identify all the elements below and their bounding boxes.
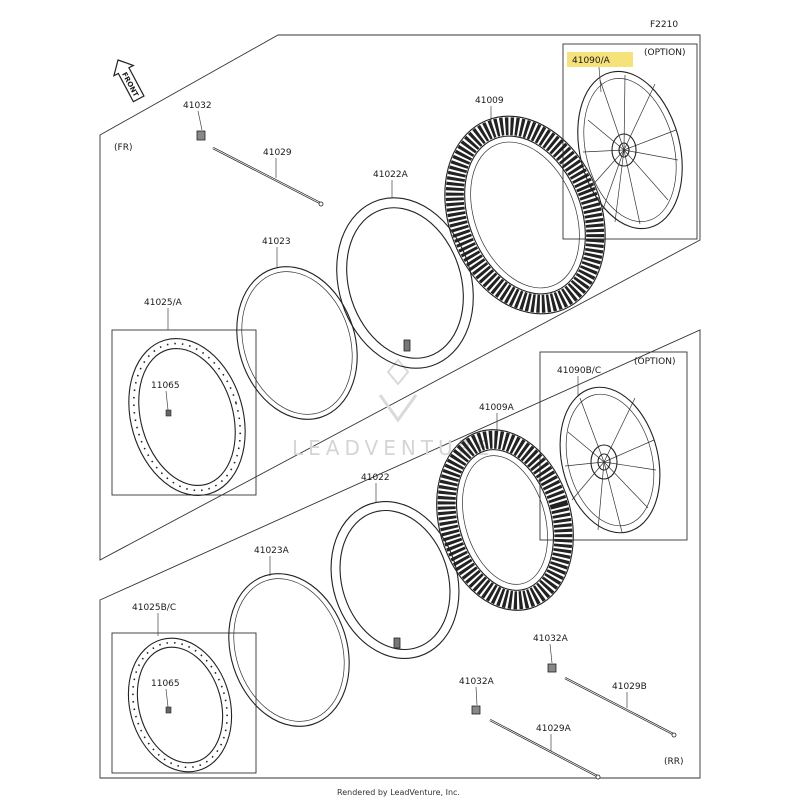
rear-option-label: (OPTION): [634, 357, 676, 367]
front-arrow-icon: FRONT: [112, 59, 145, 103]
rear-rim-band-41023a[interactable]: [210, 558, 369, 742]
watermark-text: LEADVENTURE: [292, 436, 494, 460]
part-label-11065-front[interactable]: 11065: [151, 381, 180, 391]
front-group-frame: [99, 34, 701, 561]
front-tire-41009[interactable]: [416, 92, 633, 338]
rear-tube-41022[interactable]: [311, 485, 478, 675]
spoke-41029b[interactable]: [564, 677, 677, 738]
rear-rim-41025b-c[interactable]: [113, 626, 247, 784]
part-label-41009[interactable]: 41009: [475, 96, 504, 106]
part-label-41025-a[interactable]: 41025/A: [144, 298, 183, 308]
rear-rim-box: [111, 632, 257, 774]
front-tube-41022a[interactable]: [315, 180, 494, 386]
footer-credit: Rendered by LeadVenture, Inc.: [337, 788, 460, 797]
part-label-41009a[interactable]: 41009A: [479, 403, 515, 413]
spoke-nipple-41032a-right[interactable]: [547, 663, 557, 673]
rear-group-label: (RR): [664, 757, 684, 767]
rear-option-wheel[interactable]: [546, 377, 675, 544]
watermark-logo: [378, 358, 418, 423]
part-label-41032a-left[interactable]: 41032A: [459, 677, 495, 687]
part-label-41029b[interactable]: 41029B: [612, 682, 647, 692]
part-label-41090b-c[interactable]: 41090B/C: [557, 366, 601, 376]
spoke-nipple-41032[interactable]: [196, 130, 206, 141]
front-rim-band-41023[interactable]: [218, 251, 377, 435]
part-label-41090-a[interactable]: 41090/A: [572, 56, 611, 66]
rim-nut-11065-front[interactable]: [165, 409, 172, 417]
part-highlight-41090-a: [567, 52, 633, 67]
part-label-41022a[interactable]: 41022A: [373, 170, 409, 180]
part-label-41032a-right[interactable]: 41032A: [533, 634, 569, 644]
rear-option-box: [539, 351, 688, 541]
front-rim-41025-a[interactable]: [111, 325, 263, 510]
spoke-nipple-41032a-left[interactable]: [471, 705, 481, 715]
rim-nut-11065-rear[interactable]: [165, 706, 172, 714]
spoke-41029[interactable]: [212, 147, 324, 207]
spoke-41029a[interactable]: [489, 719, 601, 780]
front-group-label: (FR): [114, 143, 132, 153]
page-code: F2210: [650, 20, 678, 30]
part-label-41025b-c[interactable]: 41025B/C: [132, 603, 176, 613]
part-label-41029[interactable]: 41029: [263, 148, 292, 158]
part-label-41022[interactable]: 41022: [361, 473, 390, 483]
front-option-wheel[interactable]: [562, 60, 698, 239]
part-label-11065-rear[interactable]: 11065: [151, 679, 180, 689]
front-rim-box: [111, 329, 257, 496]
part-label-41023a[interactable]: 41023A: [254, 546, 290, 556]
part-label-41029a[interactable]: 41029A: [536, 724, 572, 734]
part-label-41023[interactable]: 41023: [262, 237, 291, 247]
front-option-label: (OPTION): [644, 48, 686, 58]
part-label-41032-front[interactable]: 41032: [183, 101, 212, 111]
rear-tire-41009a[interactable]: [416, 413, 594, 626]
rear-group-frame: [99, 329, 701, 779]
